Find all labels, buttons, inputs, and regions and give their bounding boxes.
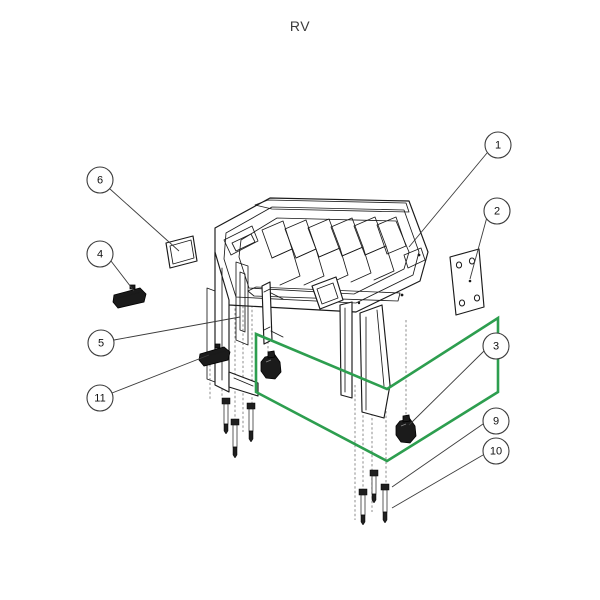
callout-label: 11 <box>94 393 105 405</box>
callout-11[interactable]: 11 <box>86 384 114 412</box>
callout-10[interactable]: 10 <box>482 437 510 465</box>
fastener-group-left[interactable] <box>221 397 256 459</box>
callout-label: 3 <box>493 341 499 353</box>
selected-parts-region[interactable] <box>254 315 500 463</box>
callout-label: 6 <box>97 175 103 187</box>
access-cover-plate[interactable] <box>165 235 198 269</box>
callout-label: 1 <box>495 140 501 152</box>
callout-2[interactable]: 2 <box>483 197 511 225</box>
tray-slats-lower <box>271 245 395 286</box>
knob-fastener-right[interactable] <box>395 414 417 444</box>
screw-fastener <box>369 469 379 504</box>
latch-handle-upper[interactable] <box>112 284 147 309</box>
callout-6[interactable]: 6 <box>86 166 114 194</box>
callout-label: 2 <box>494 206 500 218</box>
mounting-bracket-plate[interactable] <box>449 248 485 316</box>
callout-label: 4 <box>97 249 103 261</box>
screw-fastener <box>230 418 240 459</box>
screw-fastener <box>246 402 256 443</box>
center-support-leg[interactable] <box>359 304 391 419</box>
callout-label: 5 <box>98 338 104 350</box>
callout-9[interactable]: 9 <box>482 407 510 435</box>
left-support-leg[interactable] <box>339 301 353 399</box>
page-title: RV <box>289 18 311 34</box>
callout-4[interactable]: 4 <box>86 240 114 268</box>
callout-3[interactable]: 3 <box>482 332 510 360</box>
leader-lines <box>109 152 488 509</box>
bolt-fastener <box>221 397 231 435</box>
callout-label: 9 <box>493 416 499 428</box>
fastener-group-right[interactable] <box>358 469 390 526</box>
bolt-fastener <box>380 483 390 524</box>
bolt-fastener <box>358 488 368 526</box>
callout-5[interactable]: 5 <box>87 329 115 357</box>
knob-fastener-left[interactable] <box>260 350 282 380</box>
callout-label: 10 <box>490 446 502 458</box>
callout-1[interactable]: 1 <box>484 131 512 159</box>
rack-tray-assembly[interactable] <box>214 197 429 313</box>
